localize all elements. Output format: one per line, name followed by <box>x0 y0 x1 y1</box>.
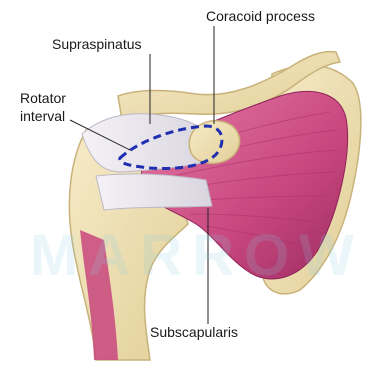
subscapularis-tendon <box>96 174 212 210</box>
label-rotator-interval-line1: Rotator <box>20 90 66 107</box>
watermark: MARROW <box>30 222 364 289</box>
label-rotator-interval-line2: interval <box>20 108 65 125</box>
label-subscapularis: Subscapularis <box>150 324 238 341</box>
label-coracoid-process: Coracoid process <box>206 8 315 25</box>
label-supraspinatus: Supraspinatus <box>52 36 142 53</box>
